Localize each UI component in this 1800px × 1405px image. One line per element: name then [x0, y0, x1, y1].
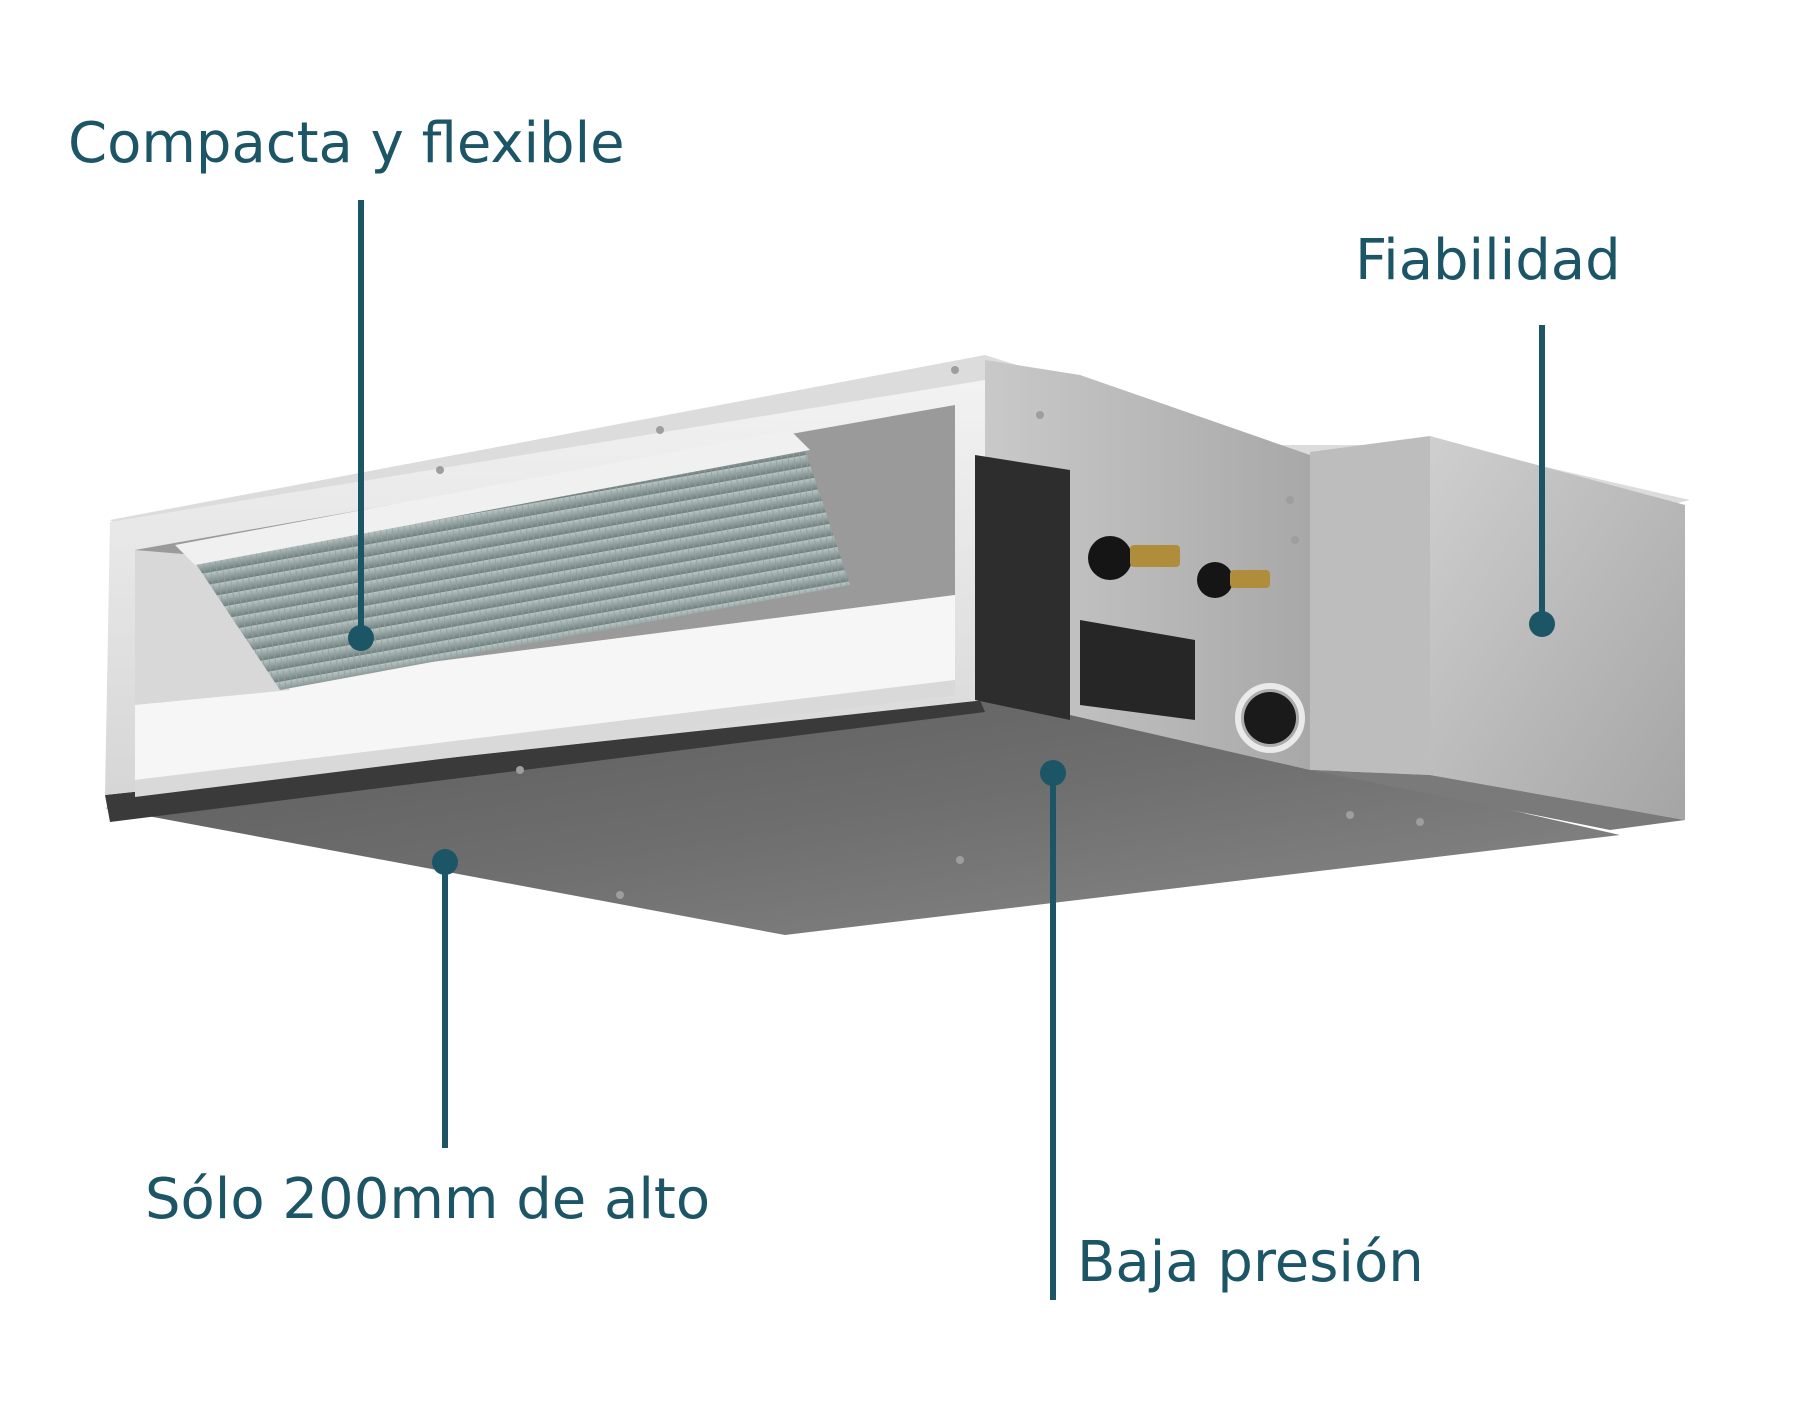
pipe-fitting-small — [1197, 562, 1233, 598]
coil-top-cover — [175, 430, 810, 565]
dot-solo — [432, 849, 458, 875]
filter-block — [975, 455, 1070, 720]
callout-label-pressure: Baja presión — [1077, 1230, 1424, 1295]
duct-lip — [135, 595, 955, 780]
electrical-box-front — [1310, 436, 1430, 775]
connection-box — [1080, 620, 1195, 720]
dot-compacta — [348, 625, 374, 651]
callout-label-height: Sólo 200mm de alto — [145, 1167, 711, 1232]
callout-leaders — [358, 200, 1545, 1300]
callout-label-reliability: Fiabilidad — [1355, 228, 1621, 293]
unit-bottom-edge — [105, 700, 985, 822]
callout-dots — [348, 611, 1555, 875]
electrical-box-side — [1430, 436, 1685, 820]
drain-plug — [1244, 692, 1296, 744]
duct-lip-shadow — [135, 680, 955, 797]
screws — [436, 366, 1424, 899]
dot-fiabilidad — [1529, 611, 1555, 637]
dot-baja — [1040, 760, 1066, 786]
pipe-fitting-large — [1088, 536, 1132, 580]
callout-label-compact: Compacta y flexible — [68, 111, 625, 176]
inner-side-wall — [135, 550, 290, 705]
electrical-box-bottom — [1310, 770, 1685, 830]
